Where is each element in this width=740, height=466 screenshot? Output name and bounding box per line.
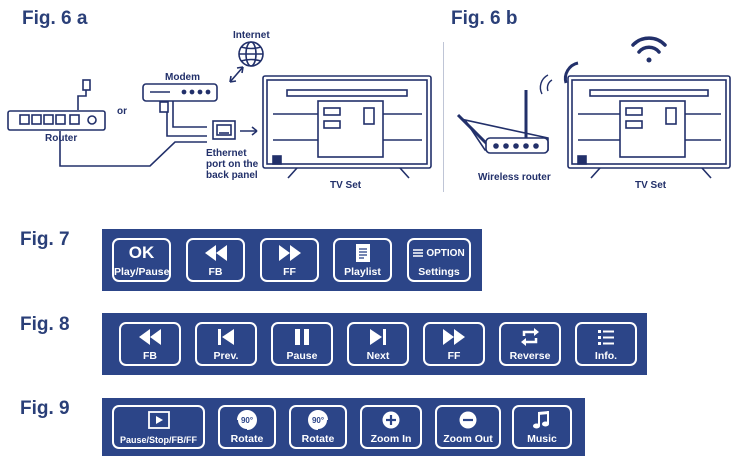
fig8-title: Fig. 8 [20,314,70,335]
fig7-button-strip: OK Play/Pause FB FF Playlist OPTION Sett… [102,229,482,291]
wireless-router-icon [456,90,549,154]
prev-label: Prev. [213,350,239,362]
rotate-right-label: Rotate [301,433,335,445]
internet-label: Internet [233,30,270,41]
reverse-arrows-icon [521,328,539,346]
globe-icon [238,41,264,67]
music-note-icon [533,411,549,429]
skip-previous-icon [218,329,234,345]
skip-next-icon [370,329,386,345]
ethernet-label-line3: back panel [206,170,258,181]
ok-play-pause-button[interactable]: OK Play/Pause [112,238,171,282]
tv-back-icon-a [262,75,432,179]
figure-divider [443,42,444,192]
wifi-icon [631,36,667,63]
tv-set-label-a: TV Set [330,180,362,191]
play-box-icon [147,411,170,429]
next-button[interactable]: Next [347,322,409,366]
ff-button[interactable]: FF [260,238,319,282]
fb-label: FB [143,350,157,362]
modem-label: Modem [165,72,200,83]
fig9-title: Fig. 9 [20,398,70,419]
ff-label: FF [447,350,461,362]
tv-back-icon-b [567,75,731,179]
fast-forward-icon [278,245,301,261]
or-label: or [117,106,127,117]
playlist-label: Playlist [344,266,381,278]
zoom-in-button[interactable]: Zoom In [360,405,422,449]
pause-icon [295,329,309,345]
fast-forward-icon [443,329,465,345]
fast-backward-icon [139,329,161,345]
ff-label: FF [283,266,296,278]
rotate-ccw-icon: 90° [237,410,257,430]
reverse-button[interactable]: Reverse [499,322,561,366]
reverse-label: Reverse [509,350,551,362]
router-label: Router [45,133,78,144]
pause-button[interactable]: Pause [271,322,333,366]
fb-button[interactable]: FB [186,238,245,282]
modem-icon [142,83,218,102]
music-label: Music [527,433,557,445]
rotate-cw-badge: 90° [312,416,324,425]
rotate-right-button[interactable]: 90° Rotate [289,405,347,449]
fig6b-title: Fig. 6 b [451,8,518,29]
rotate-cw-icon: 90° [308,410,328,430]
zoom-in-label: Zoom In [370,433,412,445]
wireless-router-label: Wireless router [478,172,551,183]
router-icon [7,110,106,131]
pause-stop-fb-ff-button[interactable]: Pause/Stop/FB/FF [112,405,205,449]
next-label: Next [366,350,390,362]
rotate-ccw-badge: 90° [241,416,253,425]
fast-backward-icon [204,245,227,261]
zoom-out-icon [459,411,477,429]
playlist-button[interactable]: Playlist [333,238,392,282]
fig6b-wireless-diagram [456,36,731,179]
play-pause-label: Play/Pause [114,266,170,278]
fb-label: FB [208,266,223,278]
document-icon [355,244,370,262]
prev-button[interactable]: Prev. [195,322,257,366]
ethernet-label-line1: Ethernet [206,148,247,159]
ff-button[interactable]: FF [423,322,485,366]
zoom-in-icon [382,411,400,429]
fb-button[interactable]: FB [119,322,181,366]
settings-option-button[interactable]: OPTION Settings [407,238,471,282]
settings-label: Settings [418,266,460,278]
rotate-left-button[interactable]: 90° Rotate [218,405,276,449]
pause-stop-fb-ff-label: Pause/Stop/FB/FF [119,435,197,445]
tv-set-label-b: TV Set [635,180,667,191]
zoom-out-button[interactable]: Zoom Out [435,405,501,449]
ethernet-port-label: Ethernet port on the back panel [206,148,258,181]
fig8-button-strip: FB Prev. Pause Next FF Reverse Info. [102,313,647,375]
fig9-button-strip: Pause/Stop/FB/FF 90° Rotate 90° Rotate Z… [102,398,585,456]
zoom-out-label: Zoom Out [443,433,493,445]
ethernet-port-icon [212,120,236,140]
ethernet-label-line2: port on the [206,159,259,170]
menu-lines-icon [413,249,424,257]
ok-text: OK [128,243,155,262]
info-list-icon [598,330,614,345]
info-label: Info. [594,350,618,362]
option-text: OPTION [426,247,465,259]
info-button[interactable]: Info. [575,322,637,366]
fig7-title: Fig. 7 [20,229,70,250]
pause-label: Pause [286,350,318,362]
rotate-left-label: Rotate [230,433,264,445]
fig6a-title: Fig. 6 a [22,8,88,29]
music-button[interactable]: Music [512,405,572,449]
fig6a-network-diagram [7,41,432,179]
